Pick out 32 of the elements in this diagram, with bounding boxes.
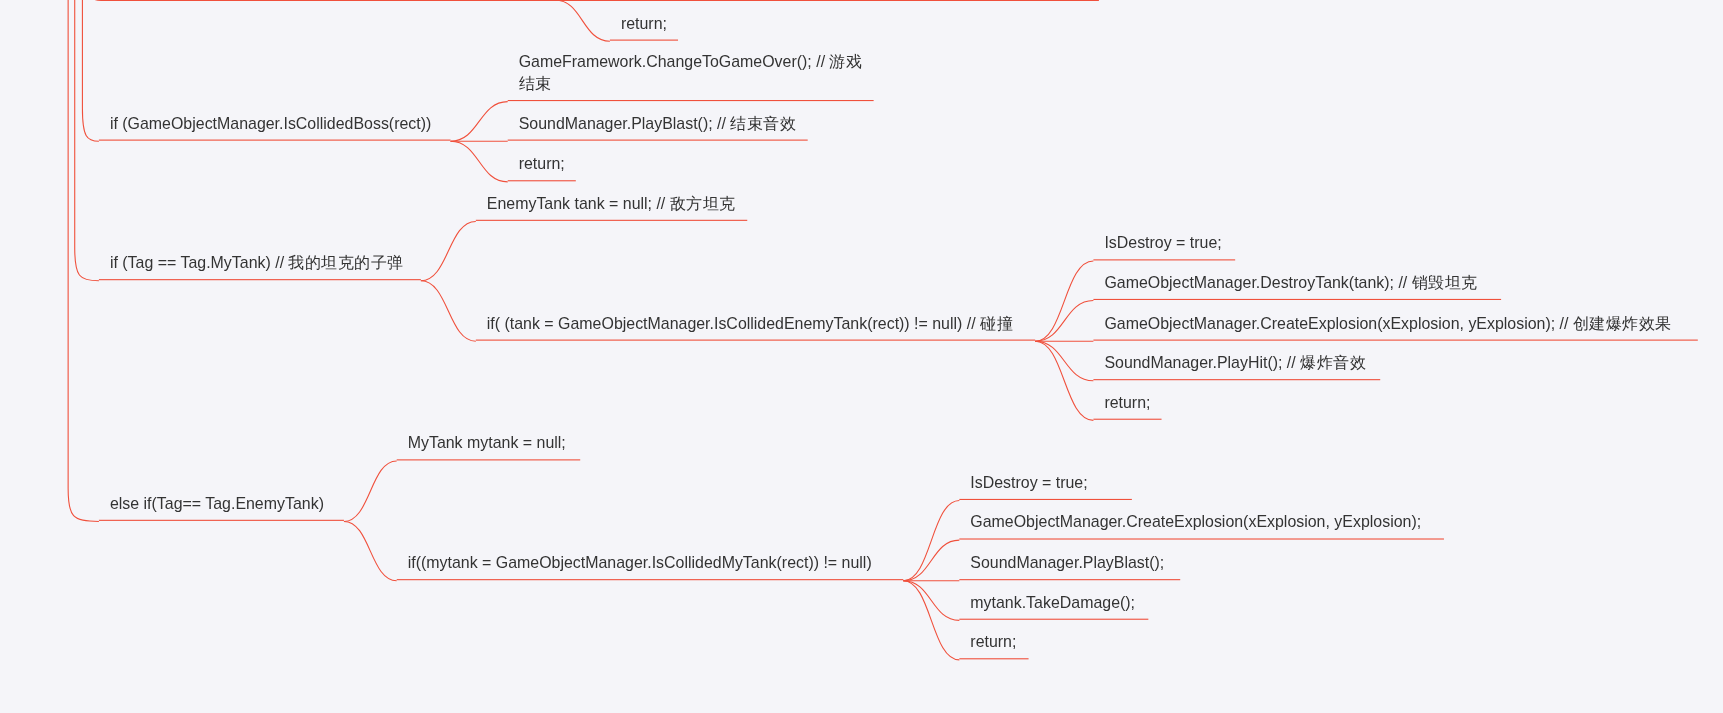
code-line: return;	[1093, 391, 1162, 420]
connector-line	[343, 520, 398, 582]
connector-line	[67, 0, 100, 522]
connector-line	[1034, 340, 1094, 421]
connector-line	[1034, 340, 1094, 342]
connector-line	[420, 280, 477, 342]
connector-line	[343, 460, 398, 522]
connector-line	[450, 140, 509, 183]
code-line: IsDestroy = true;	[959, 471, 1132, 500]
code-line: if( (tank = GameObjectManager.IsCollidedEnemyTank(rect)) != null) // 碰撞	[475, 312, 1036, 341]
code-line: return;	[507, 152, 576, 182]
code-line: GameObjectManager.DestroyTank(tank); // 销毁坦克	[1093, 271, 1502, 300]
code-line: else if(Tag== Tag.EnemyTank)	[98, 492, 344, 521]
code-line: if (GameObjectManager.IsCollidedBoss(rect))	[98, 112, 451, 141]
connector-line	[450, 140, 509, 142]
code-line: SoundManager.PlayHit(); // 爆炸音效	[1093, 351, 1381, 381]
code-line: SoundManager.PlayBlast(); // 结束音效	[507, 112, 808, 141]
code-line: GameObjectManager.CreateExplosion(xExplosion, yExplosion); // 创建爆炸效果	[1093, 312, 1698, 341]
code-line: if (Tag == Tag.MyTank) // 我的坦克的子弹	[98, 251, 421, 281]
connector-line	[81, 0, 100, 142]
code-line: GameObjectManager.CreateExplosion(xExplosion, yExplosion);	[959, 511, 1444, 540]
code-line: MyTank mytank = null;	[396, 431, 581, 461]
code-line: mytank.TakeDamage();	[959, 591, 1149, 620]
code-line: GameFramework.ChangeToGameOver(); // 游戏结束	[507, 50, 874, 102]
code-line: SoundManager.PlayBlast();	[959, 551, 1181, 581]
connector-line	[902, 580, 960, 661]
connector-line	[74, 0, 100, 282]
code-line: return;	[609, 12, 678, 41]
code-line: EnemyTank tank = null; // 敌方坦克	[475, 192, 748, 221]
code-line: if((mytank = GameObjectManager.IsCollidedMyTank(rect)) != null)	[396, 551, 904, 581]
code-line: return;	[959, 630, 1029, 660]
code-line: IsDestroy = true;	[1093, 231, 1236, 261]
